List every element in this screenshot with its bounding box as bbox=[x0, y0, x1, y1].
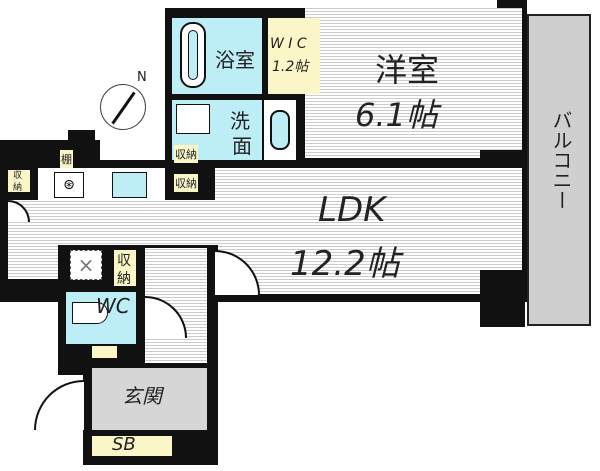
shoe-box bbox=[92, 436, 172, 456]
bathroom-label: 浴室 bbox=[215, 48, 255, 72]
balcony-label: バルコニー bbox=[549, 110, 573, 210]
storage-label-kitchen-2: 納 bbox=[13, 183, 23, 193]
entrance bbox=[92, 368, 207, 430]
wc-label: WC bbox=[96, 294, 130, 318]
storage-label-kitchen-1: 収 bbox=[13, 171, 23, 181]
wall bbox=[68, 130, 95, 150]
compass-icon bbox=[100, 84, 146, 130]
wic-name: W I C bbox=[270, 36, 307, 52]
closet-icon: × bbox=[70, 250, 102, 280]
western-room bbox=[305, 8, 522, 158]
shoebox-label: SB bbox=[112, 434, 136, 455]
walk-in-closet bbox=[268, 18, 320, 94]
ldk-size: 12.2帖 bbox=[290, 244, 400, 284]
front-door[interactable] bbox=[34, 380, 84, 430]
storage-label-hall-2: 納 bbox=[117, 271, 131, 287]
washroom-label-1: 洗 bbox=[230, 109, 250, 133]
western-room-name: 洋室 bbox=[375, 51, 440, 89]
balcony bbox=[527, 14, 591, 326]
entrance-label: 玄関 bbox=[122, 384, 162, 408]
washing-machine-icon bbox=[176, 104, 210, 134]
compass-label: N bbox=[137, 70, 147, 85]
kitchen-sink-icon bbox=[112, 172, 147, 198]
storage-label-1: 収納 bbox=[174, 145, 198, 163]
washroom-label-2: 面 bbox=[232, 134, 252, 158]
storage-label-2: 収納 bbox=[174, 174, 198, 192]
storage-label-hall-1: 収 bbox=[117, 253, 131, 269]
stove-icon: ⊛ bbox=[54, 172, 84, 198]
pillar bbox=[480, 270, 525, 327]
ldk-name: LDK bbox=[318, 190, 386, 230]
toilet-icon bbox=[72, 302, 108, 324]
bathtub-icon bbox=[180, 22, 206, 88]
western-room-size: 6.1帖 bbox=[355, 96, 438, 134]
shelf-label: 棚 bbox=[60, 150, 73, 168]
wic-size: 1.2帖 bbox=[272, 59, 309, 75]
sink-icon bbox=[270, 110, 290, 150]
